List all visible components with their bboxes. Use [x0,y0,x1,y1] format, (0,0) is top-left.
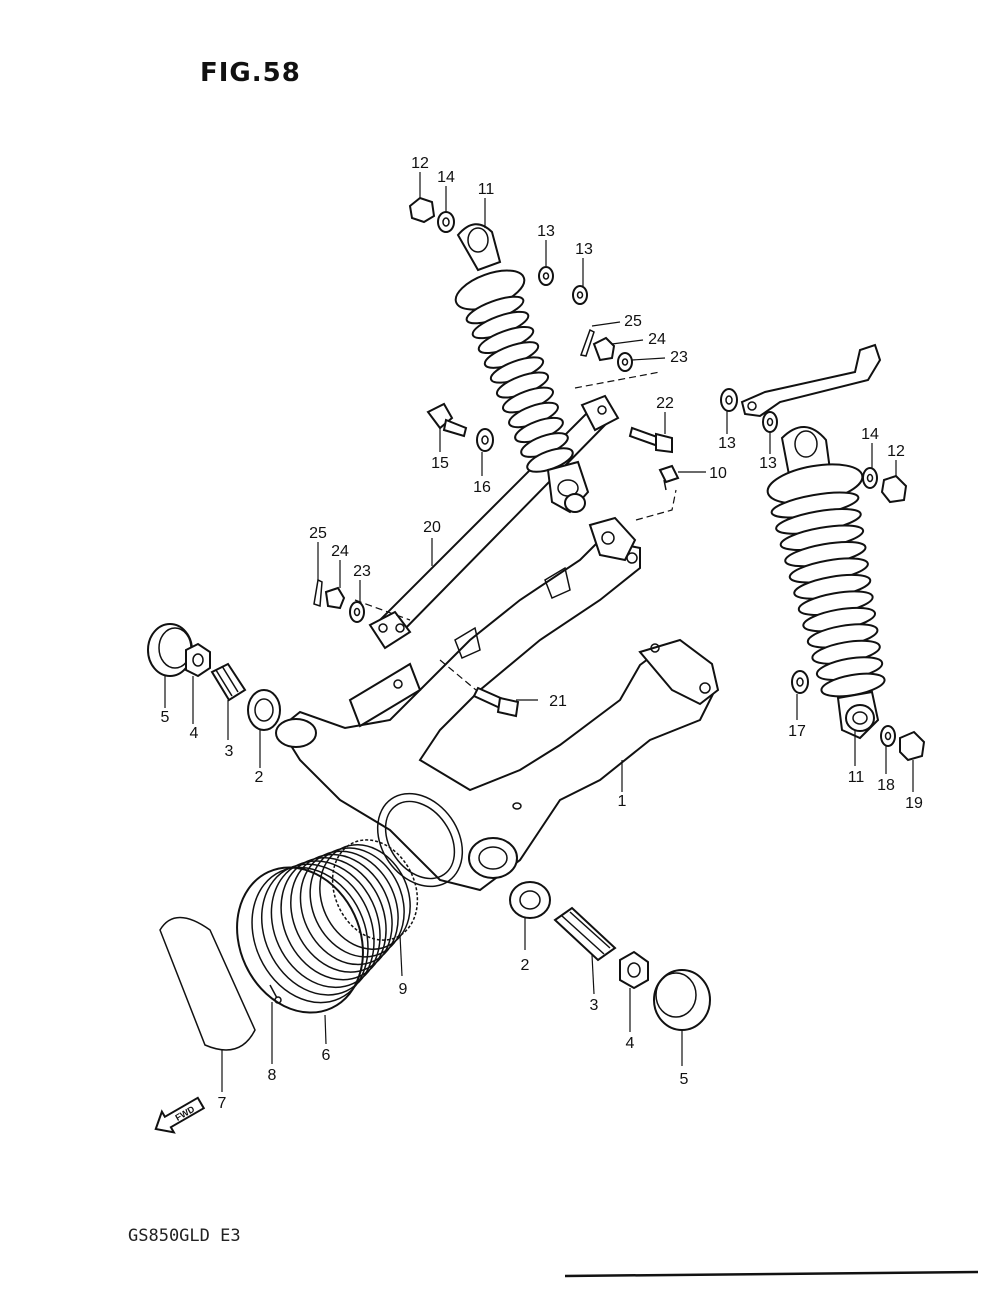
boot-rib [309,847,405,958]
callout-16: 16 [473,479,491,496]
callout-2-left: 2 [255,769,264,786]
right-shock-absorber [766,426,886,740]
footer-rule [564,1270,979,1278]
callout-13-c: 13 [718,435,736,452]
reference-line [354,599,411,621]
callout-1: 1 [618,793,627,810]
callout-3-left: 3 [225,743,234,760]
boot-rib [319,844,411,950]
swingarm [275,516,720,892]
boot-rib [290,853,393,973]
fwd-arrow-icon: FWD [154,1096,206,1134]
callout-labels: 12 14 11 13 13 25 24 23 22 13 13 14 12 1… [161,155,923,1112]
callout-24-left: 24 [331,543,349,560]
callout-22: 22 [656,395,674,412]
boot-rib [260,863,375,996]
callout-4-right: 4 [626,1035,635,1052]
callout-23-left: 23 [353,563,371,580]
callout-15: 15 [431,455,449,472]
callout-17: 17 [788,723,806,740]
callout-7: 7 [218,1095,227,1112]
callout-14-upper: 14 [437,169,455,186]
callout-11-upper: 11 [478,181,495,198]
callout-5-right: 5 [680,1071,689,1088]
callout-10: 10 [709,465,727,482]
callout-6: 6 [322,1047,331,1064]
boot-rib [270,860,381,989]
callout-5-left: 5 [161,709,170,726]
figure-title: FIG.58 [200,58,301,88]
callout-21: 21 [549,693,567,710]
model-code: GS850GLD E3 [128,1226,241,1246]
callout-8: 8 [268,1067,277,1084]
callout-2-right: 2 [521,957,530,974]
drive-boot-assembly [159,839,419,1051]
boot-rib [299,850,399,966]
boot-rib [251,866,369,1004]
callout-3-right: 3 [590,997,599,1014]
rear-bracket [740,343,882,418]
small-hardware [147,196,926,1031]
reference-line [574,371,661,389]
callout-14-right: 14 [861,426,879,443]
callout-25-upper: 25 [624,313,642,330]
callout-13-a: 13 [537,223,555,240]
callout-13-d: 13 [759,455,777,472]
callout-4-left: 4 [190,725,199,742]
reference-line [635,489,677,521]
callout-19: 19 [905,795,923,812]
leader-lines [164,172,914,1092]
callout-25-left: 25 [309,525,327,542]
callout-12-upper: 12 [411,155,429,172]
callout-20: 20 [423,519,441,536]
boot-rib [280,856,387,981]
callout-24-upper: 24 [648,331,666,348]
callout-18: 18 [877,777,895,794]
callout-12-right: 12 [887,443,905,460]
callout-9: 9 [399,981,408,998]
reference-line [439,659,477,691]
callout-23-upper: 23 [670,349,688,366]
callout-11-right: 11 [848,769,865,786]
left-shock-absorber [454,223,590,514]
callout-13-b: 13 [575,241,593,258]
